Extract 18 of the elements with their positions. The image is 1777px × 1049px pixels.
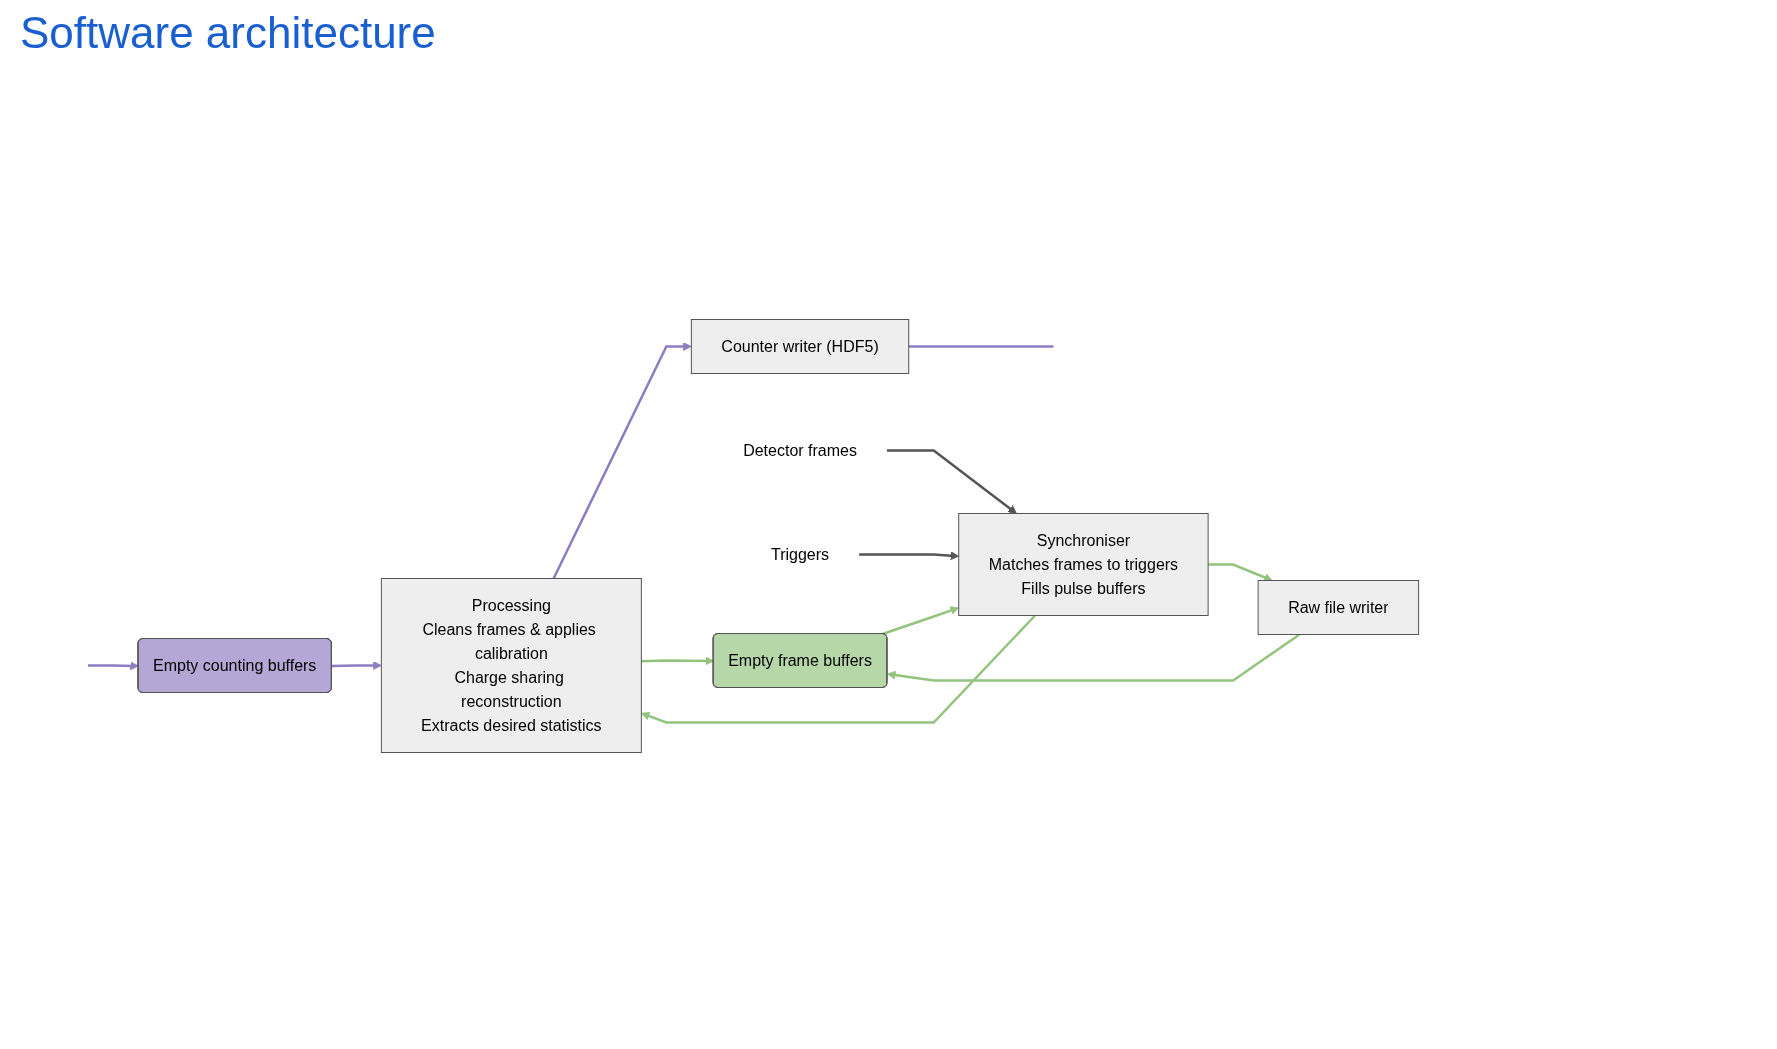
arrow [331,661,382,670]
arrow [640,614,1036,724]
arrow [641,656,715,666]
node-text: Detector frames [743,441,857,459]
arrow [887,633,1301,682]
arrow [886,449,1017,514]
node-box: Processing Cleans frames & applies calibration Charge sharing reconstruction Extracts desired statistics [380,578,642,753]
node-box: Raw file writer [1257,580,1420,635]
connector [908,345,1054,348]
arrow [88,661,139,671]
title: Software architecture [20,8,437,58]
node-box: Counter writer (HDF5) [690,319,910,374]
node-text: Triggers [770,545,830,563]
arrow [1208,563,1273,582]
arrow [882,606,960,636]
arrow [859,551,960,561]
node-box: Synchroniser Matches frames to triggers Fills pulse buffers [958,513,1209,616]
arrow [552,342,692,580]
